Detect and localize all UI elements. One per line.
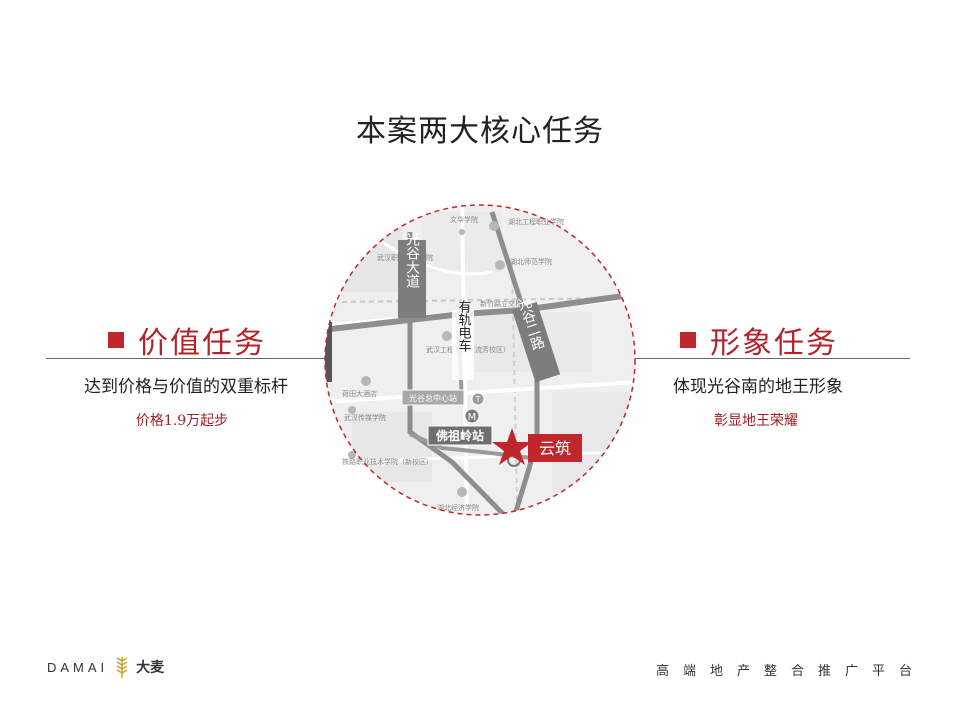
value-task-title: 价值任务: [138, 326, 266, 361]
project-label: 云筑: [539, 439, 571, 458]
project-star-icon: [492, 428, 532, 465]
red-square-bullet: [680, 332, 696, 348]
poi-label: 荷田大酒店: [342, 389, 377, 398]
image-task-heading: 形象任务: [680, 320, 838, 361]
logo-chinese: 大麦: [136, 660, 165, 676]
metro-icon: [464, 408, 480, 424]
tram-label: 有轨电车: [456, 300, 472, 352]
project-label-box: [528, 434, 582, 462]
value-task-description: 达到价格与价值的双重标杆: [84, 377, 288, 397]
guanggu-avenue-label: 光谷大道: [404, 232, 420, 289]
damai-logo: DAMAI 大麦: [47, 655, 164, 679]
image-task-description: 体现光谷南的地王形象: [673, 377, 843, 397]
poi-label: 湖北经济学院: [437, 503, 479, 512]
guanggu-2nd-road-box: [511, 301, 561, 383]
right-divider: [634, 358, 910, 359]
poi-label: 湖北工程职业学院: [508, 217, 564, 226]
poi-label: 新竹路立交桥: [480, 299, 522, 308]
tram-station-icon: [471, 392, 485, 406]
image-task-title: 形象任务: [710, 326, 838, 361]
poi-label: 铁路职业技术学院（新校区）: [342, 457, 433, 466]
poi-label: 湖北师范学院: [510, 257, 552, 266]
value-task-note: 价格1.9万起步: [135, 413, 229, 429]
page-title: 本案两大核心任务: [356, 114, 604, 149]
guanggu-avenue-box: [398, 240, 426, 318]
center-station-box: [401, 389, 465, 406]
footer-tagline: 高端地产整合推广平台: [655, 664, 926, 679]
left-divider: [46, 358, 326, 359]
metro-mark: M: [468, 412, 477, 423]
tram-mark: T: [475, 395, 481, 404]
logo-english: DAMAI: [47, 659, 109, 675]
wheat-icon: [116, 657, 128, 678]
image-task-note: 彰显地王荣耀: [714, 413, 798, 429]
poi-label: 武汉传媒学院: [344, 413, 386, 422]
map-dashed-border: [324, 204, 636, 516]
foziling-station-box: [427, 425, 493, 446]
red-square-bullet: [108, 332, 124, 348]
foziling-station-label: 佛祖岭站: [435, 428, 484, 443]
value-task-heading: 价值任务: [108, 320, 266, 361]
tram-label-bg: [452, 310, 474, 380]
poi-label: 文华学院: [450, 215, 478, 224]
location-map: 文华学院 湖北工程职业学院 武汉职业技术学院 湖北师范学院 新竹路立交桥 武汉工…: [322, 202, 638, 518]
center-station-label: 光谷总中心站: [409, 393, 457, 403]
